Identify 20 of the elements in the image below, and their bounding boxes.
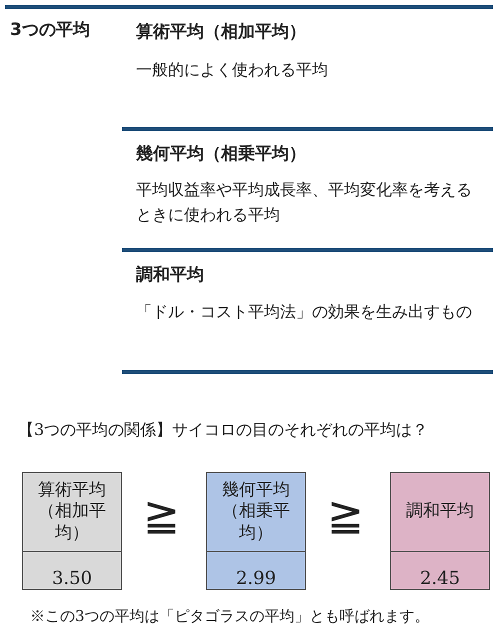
table-description: 平均収益率や平均成長率、平均変化率を考えるときに使われる平均 (136, 179, 473, 226)
mean-value: 3.50 (50, 567, 94, 589)
table-heading: 幾何平均（相乗平均） (136, 143, 306, 165)
mean-value: 2.45 (418, 567, 462, 589)
table-row-header: 3つの平均 (10, 19, 90, 41)
mean-name: 調和平均 (405, 500, 475, 524)
section-title: 【3つの平均の関係】サイコロの目のそれぞれの平均は？ (18, 420, 428, 441)
value-card (390, 472, 490, 590)
table-heading: 算術平均（相加平均） (136, 21, 306, 43)
value-card (206, 472, 306, 590)
table-heading: 調和平均 (136, 264, 204, 286)
mean-value: 2.99 (234, 567, 278, 589)
inequality-sign: ≧ (143, 490, 180, 541)
value-card (22, 472, 122, 590)
footnote: ※この3つの平均は「ピタゴラスの平均」とも呼ばれます。 (30, 607, 430, 626)
table-description: 一般的によく使われる平均 (136, 59, 329, 81)
table-description: 「ドル・コスト平均法」の効果を生み出すもの (136, 301, 473, 323)
mean-name: 算術平均（相加平均） (37, 479, 107, 545)
inequality-sign: ≧ (327, 490, 364, 541)
mean-name: 幾何平均（相乗平均） (221, 479, 291, 545)
